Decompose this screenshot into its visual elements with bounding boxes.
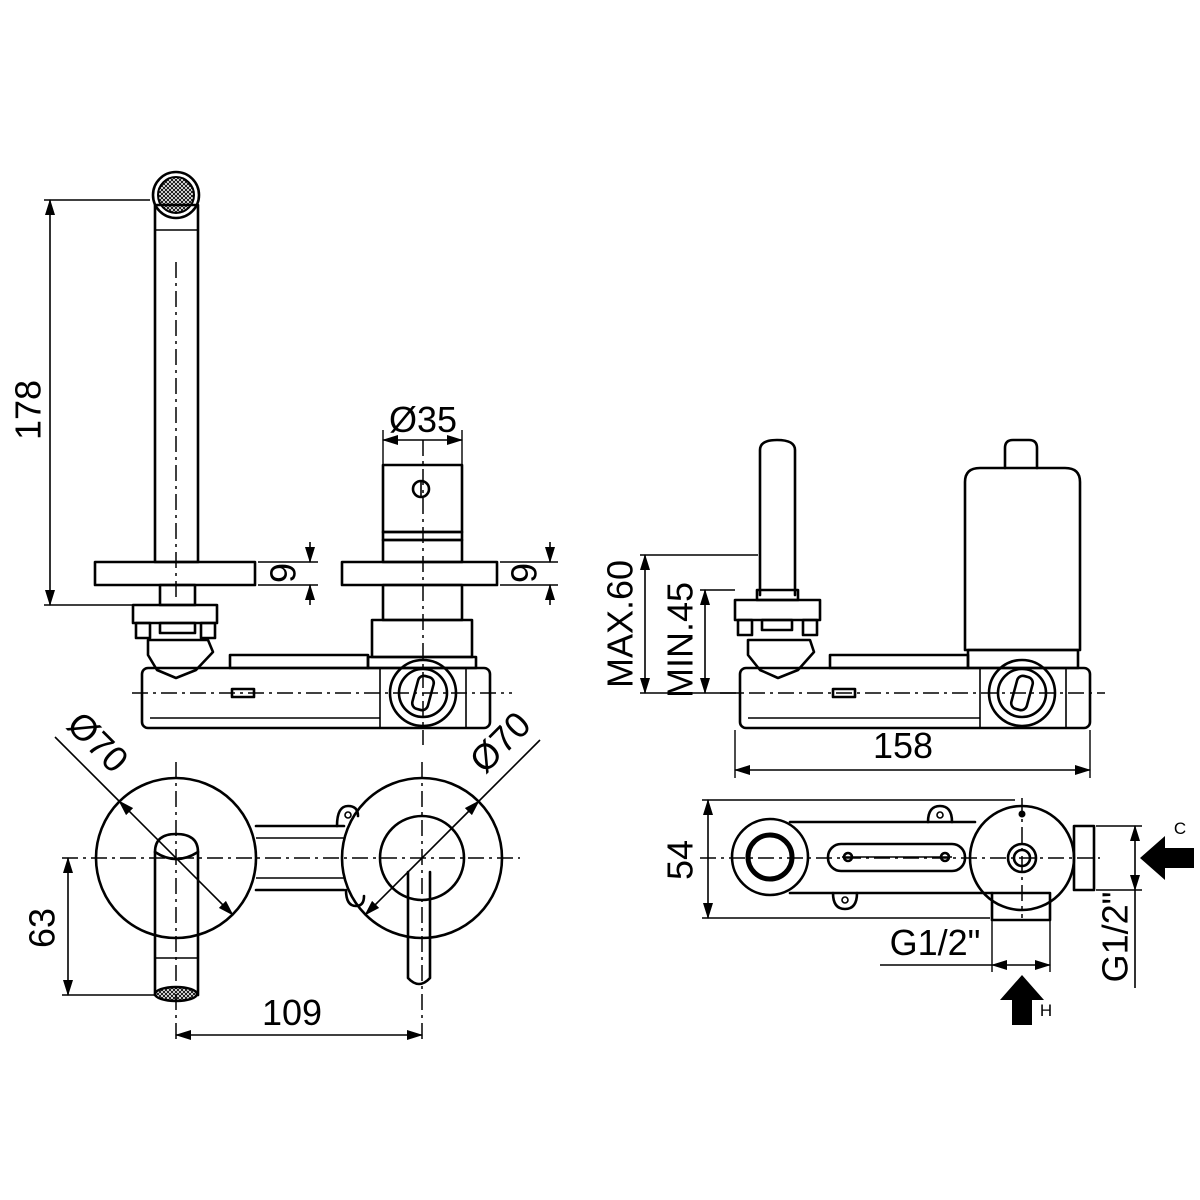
hot-marker: H [1040,1001,1052,1020]
dimension-label: 63 [22,908,63,948]
dimension-max-60: MAX.60 [600,554,758,694]
mixer-body-side [738,653,1092,730]
spout-connector-side [733,598,822,680]
arrow-up-icon [1000,975,1044,1025]
connector-funnel [746,638,816,680]
dimension-min-45: MIN.45 [660,582,735,698]
cartridge-spindle [1003,438,1039,470]
spout-fitting-ring [730,817,810,897]
spout-stub-base [755,588,800,602]
handle-cylinder [963,466,1082,652]
connector-bolt-left [134,621,152,640]
inlet-slot [1009,674,1035,712]
dimension-label: G1/2" [890,922,981,963]
top-view: Ø70 Ø70 63 109 [22,703,541,1042]
connector-bolt-left [736,618,754,637]
dimension-158: 158 [734,725,1091,778]
dimension-9-spout-plate: 9 [258,542,318,605]
dimension-leader [54,736,120,802]
mounting-lug-bottom [344,888,366,908]
spout-escutcheon-plate [93,560,257,587]
arrow-left-icon [1140,836,1194,880]
dimension-diameter-70-spout: Ø70 [54,703,234,916]
body-housing [140,666,492,730]
body-housing [738,666,1092,730]
connector-nut [733,598,822,622]
dimension-label: MIN.45 [660,582,701,698]
spout-stem [158,583,197,607]
body-connector-top [254,804,366,908]
dimension-label: 9 [263,563,304,583]
front-elevation-view: 178 Ø35 9 9 [8,170,558,745]
dimension-line [364,800,480,916]
dimension-label: G1/2" [1095,892,1136,983]
dimension-label: MAX.60 [600,560,641,688]
dimension-hot-inlet-thread: G1/2" [880,920,1051,972]
dimension-label: 158 [873,725,933,766]
connector-bolt-right [801,618,819,637]
hot-inlet-arrow: H [1000,975,1052,1025]
dimension-label: Ø35 [389,399,457,440]
mounting-lug-hole [936,811,944,819]
mounting-lug-hole [841,896,849,904]
channel-screw [842,851,854,863]
cartridge-nut [370,618,474,659]
dimension-54: 54 [660,799,1015,919]
dimension-diameter-70-handle: Ø70 [364,703,541,916]
dimension-leader [478,739,541,802]
mounting-lug-top [926,804,954,824]
dimension-109: 109 [175,992,423,1040]
dimension-label: 54 [660,840,701,880]
spout-cap [151,170,201,220]
cold-marker: C [1174,819,1186,838]
body-slot [831,687,857,699]
handle-escutcheon-plate [340,560,499,587]
dimension-line [118,800,234,916]
spout-connector [131,603,219,680]
plan-view: 54 G1/2" G1/2" C H [660,798,1194,1025]
side-elevation-view: MAX.60 MIN.45 158 [600,438,1105,778]
dimension-label: 9 [504,563,545,583]
dimension-label: Ø70 [59,703,136,780]
handle-side [963,438,1082,652]
inlet-slot [410,674,436,712]
body-top-bar [828,653,970,670]
channel-screw [939,851,951,863]
body-plan [730,804,1096,922]
spout-fitting-bore [745,832,795,882]
connector-nut [131,603,219,625]
spout-stub [758,438,797,597]
aerator-mesh [157,176,195,214]
cold-inlet-arrow: C [1140,819,1194,880]
handle-lever [406,870,432,986]
connector-washer [760,618,794,632]
dimension-9-handle-plate: 9 [500,542,558,605]
dimension-cold-inlet-thread: G1/2" [1095,825,1142,988]
body-bracket [366,655,478,670]
hot-inlet-fitting [990,891,1052,922]
connector-washer [158,621,197,635]
connector-funnel [146,638,215,680]
connector-bolt-right [199,621,217,640]
dimension-178: 178 [8,199,150,606]
body-top-bar [228,653,370,670]
dimension-63: 63 [22,857,155,996]
mounting-lug-bottom [831,891,859,911]
dimension-label: Ø70 [461,703,538,780]
dimension-label: 109 [262,992,322,1033]
mounting-lug-hole [344,811,352,819]
dimension-diameter-35: Ø35 [382,399,463,465]
mixer-body-front [140,653,492,730]
dimension-label: 178 [8,380,49,440]
mounting-lug-top [335,804,360,828]
